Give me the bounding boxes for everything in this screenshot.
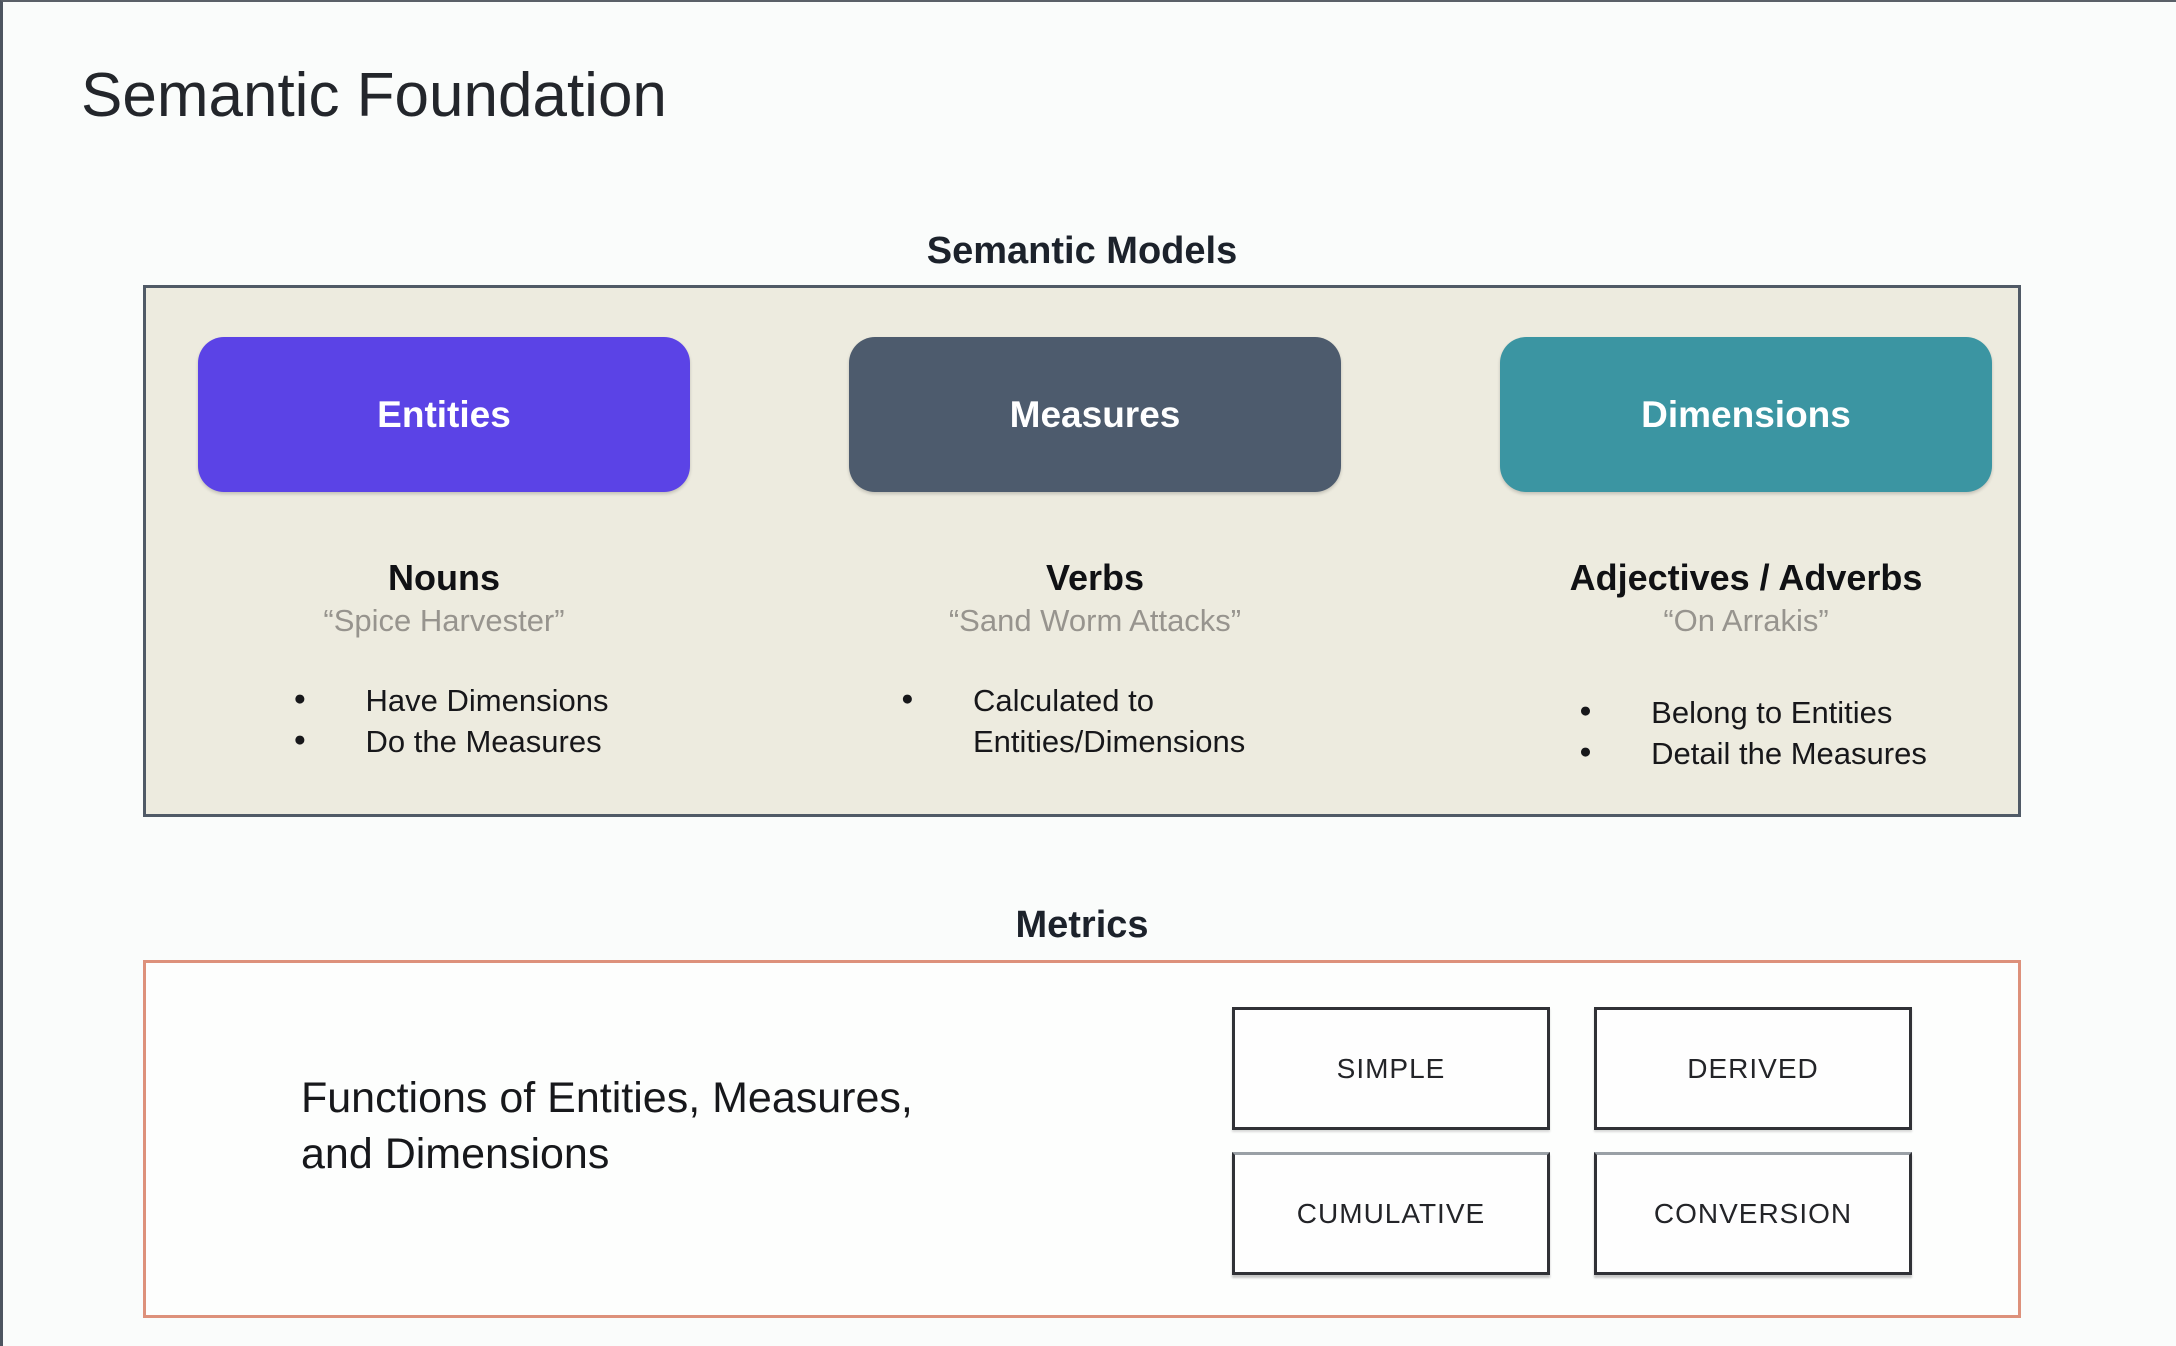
bullet-item: Calculated to Entities/Dimensions <box>887 681 1303 763</box>
dimensions-example-quote: “On Arrakis” <box>1663 602 1829 638</box>
metrics-heading: Metrics <box>1015 904 1149 946</box>
measures-bullet-list: Calculated to Entities/Dimensions <box>887 681 1303 763</box>
measures-pill: Measures <box>849 337 1341 492</box>
metric-box-derived: DERIVED <box>1594 1007 1912 1130</box>
semantic-models-heading: Semantic Models <box>926 230 1238 272</box>
bullet-item: Have Dimensions <box>280 681 609 722</box>
metrics-description: Functions of Entities, Measures, and Dim… <box>301 1071 913 1183</box>
entities-category-label: Nouns <box>388 557 500 598</box>
metric-box-simple: SIMPLE <box>1232 1007 1550 1130</box>
measures-column: Measures Verbs “Sand Worm Attacks” Calcu… <box>849 288 1341 814</box>
bullet-item: Belong to Entities <box>1565 693 1927 734</box>
metrics-description-line1: Functions of Entities, Measures, <box>301 1074 913 1122</box>
measures-category-label: Verbs <box>1045 557 1145 598</box>
entities-pill: Entities <box>198 337 690 492</box>
bullet-item: Detail the Measures <box>1565 734 1927 775</box>
metric-type-grid: SIMPLE DERIVED CUMULATIVE CONVERSION <box>1232 1007 1912 1275</box>
metrics-panel: Functions of Entities, Measures, and Dim… <box>143 960 2021 1318</box>
semantic-models-panel: Entities Nouns “Spice Harvester” Have Di… <box>143 285 2021 817</box>
metric-box-cumulative: CUMULATIVE <box>1232 1152 1550 1275</box>
dimensions-column: Dimensions Adjectives / Adverbs “On Arra… <box>1500 288 1992 814</box>
entities-example-quote: “Spice Harvester” <box>323 602 565 638</box>
dimensions-category-label: Adjectives / Adverbs <box>1569 557 1923 598</box>
entities-bullet-list: Have Dimensions Do the Measures <box>280 681 609 763</box>
measures-example-quote: “Sand Worm Attacks” <box>948 602 1242 638</box>
entities-column: Entities Nouns “Spice Harvester” Have Di… <box>198 288 690 814</box>
bullet-item: Do the Measures <box>280 722 609 763</box>
metrics-description-line2: and Dimensions <box>301 1129 610 1178</box>
dimensions-pill: Dimensions <box>1500 337 1992 492</box>
dimensions-bullet-list: Belong to Entities Detail the Measures <box>1565 693 1927 775</box>
page-title: Semantic Foundation <box>81 61 667 130</box>
metric-box-conversion: CONVERSION <box>1594 1152 1912 1275</box>
